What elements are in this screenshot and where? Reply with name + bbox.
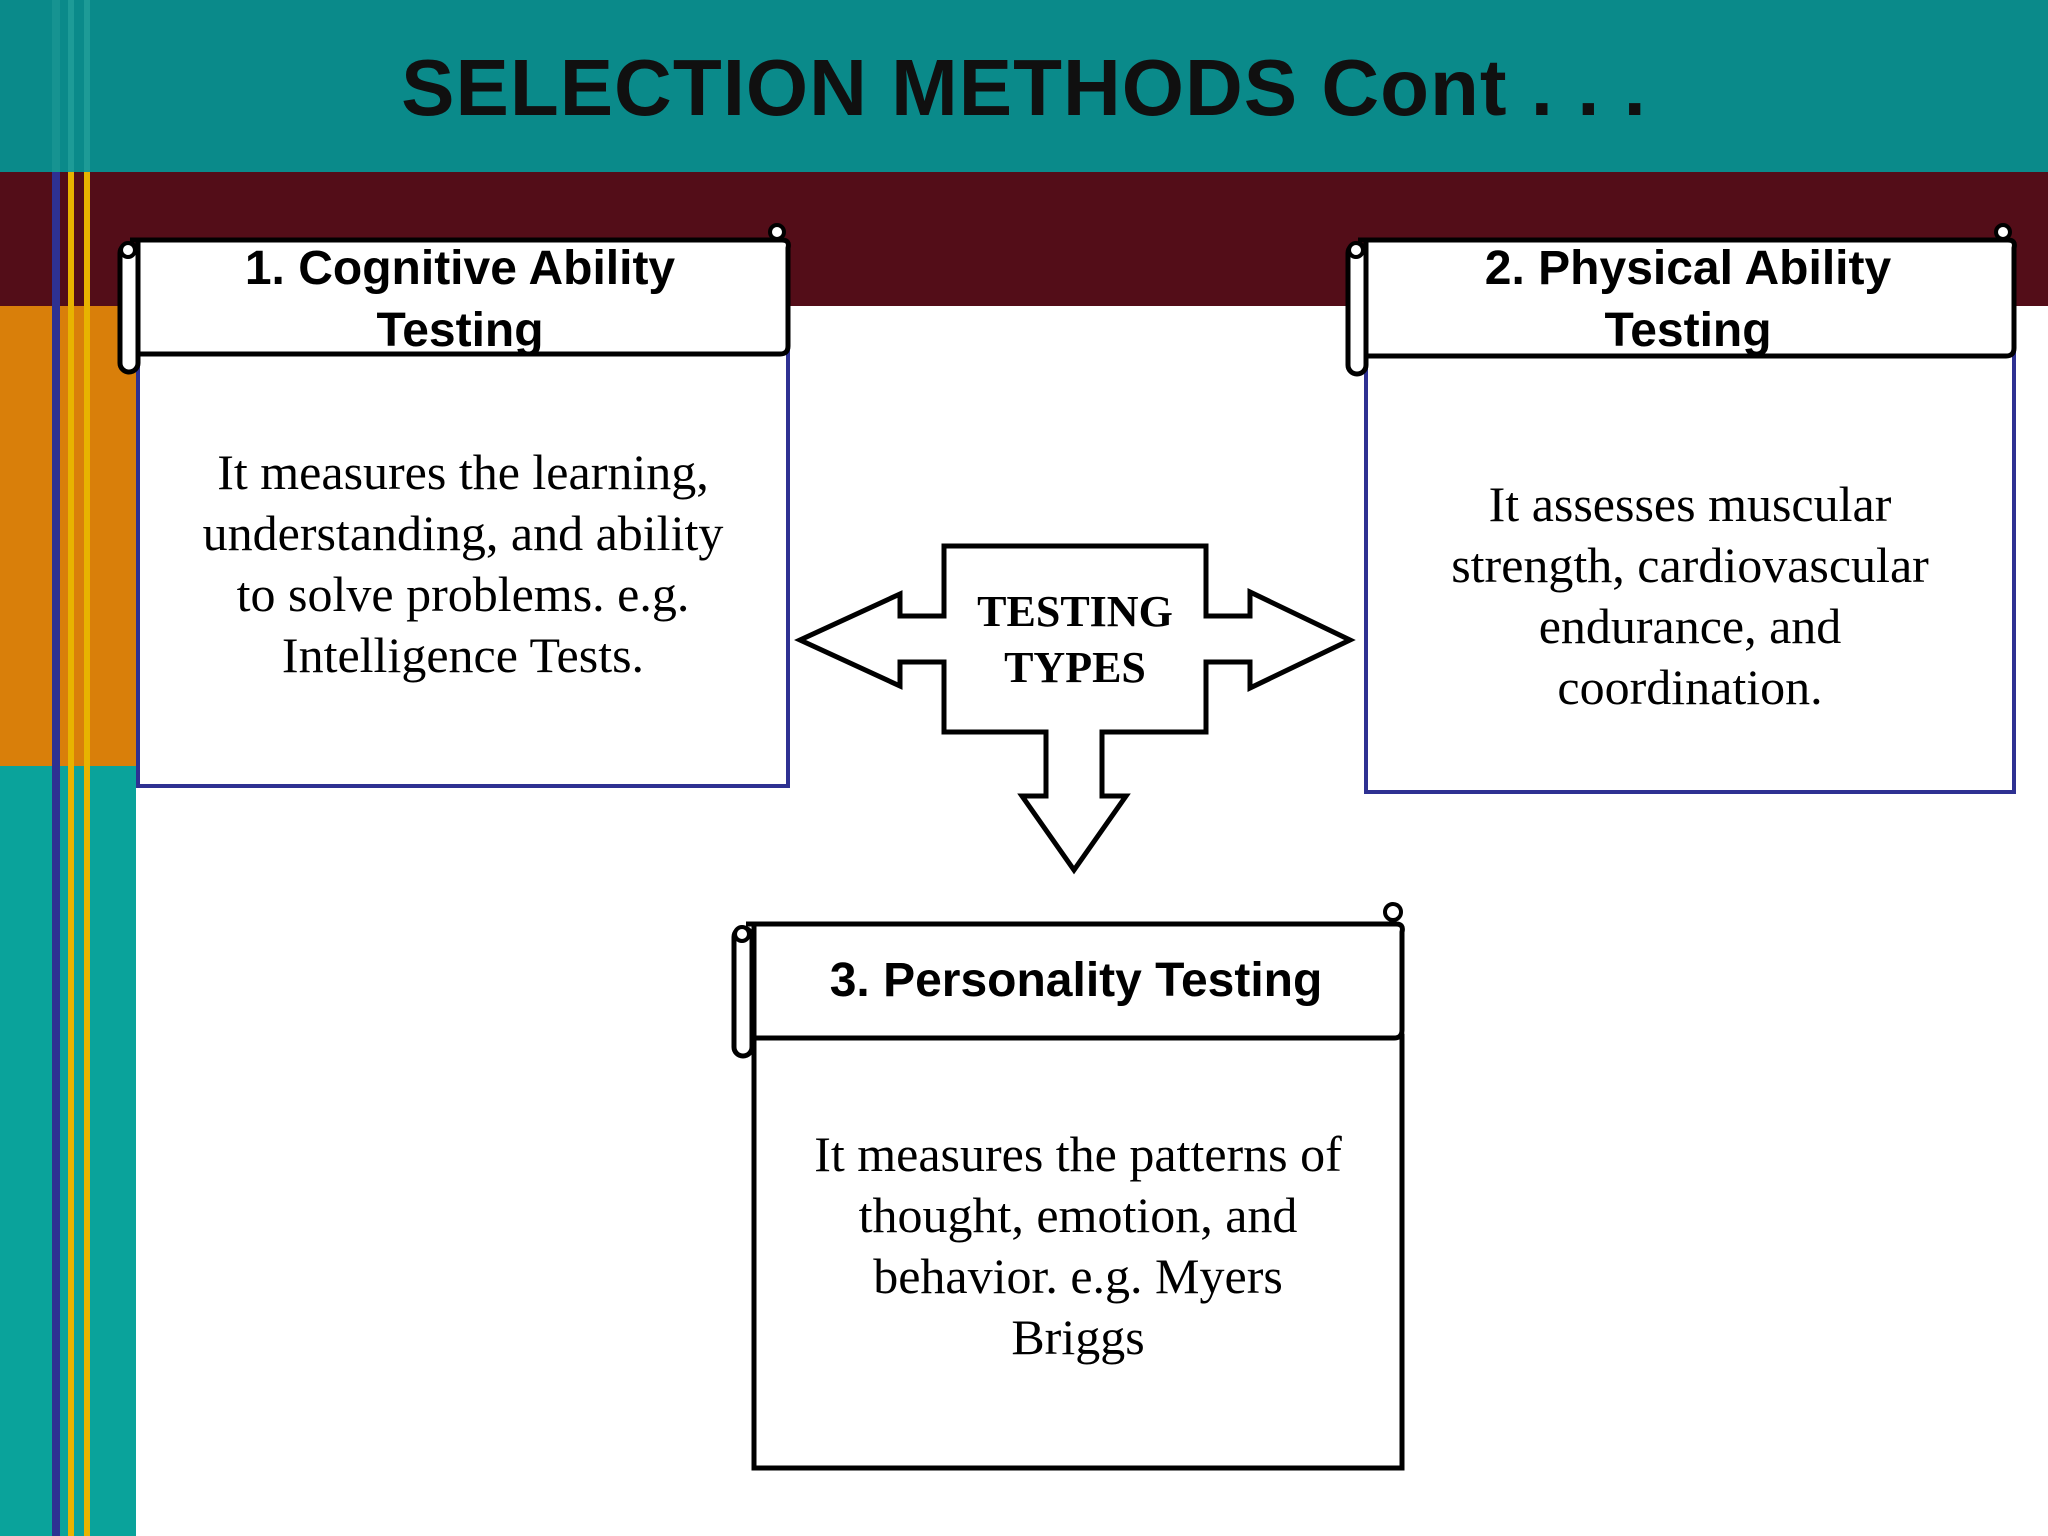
testing-types-label: TESTING TYPES: [944, 584, 1206, 696]
physical-heading-line1: 2. Physical Ability: [1484, 242, 1892, 295]
cognitive-scroll-curl-top-right: [768, 223, 786, 241]
physical-ability-box: [1345, 223, 2017, 794]
cognitive-ability-heading: 1. Cognitive Ability Testing: [140, 238, 780, 362]
personality-scroll-curl-top-right: [1383, 902, 1403, 922]
personality-desc-line3: behavior. e.g. Myers: [873, 1248, 1283, 1304]
personality-desc-line4: Briggs: [1011, 1309, 1145, 1365]
cognitive-desc-line3: to solve problems. e.g.: [236, 566, 690, 622]
cognitive-heading-line2: Testing: [376, 304, 544, 357]
personality-heading-line1: 3. Personality Testing: [829, 954, 1323, 1007]
personality-description: It measures the patterns of thought, emo…: [756, 1124, 1400, 1368]
cognitive-body-frame: [136, 348, 790, 788]
physical-scroll-curl-left: [1345, 241, 1369, 377]
cognitive-ability-description: It measures the learning, understanding,…: [140, 442, 786, 686]
personality-heading: 3. Personality Testing: [756, 950, 1396, 1012]
cognitive-ability-box: [117, 223, 791, 788]
physical-scroll-banner: [1358, 237, 2017, 359]
physical-desc-line2: strength, cardiovascular: [1451, 537, 1929, 593]
testing-types-label-line2: TYPES: [1004, 643, 1146, 692]
cognitive-desc-line1: It measures the learning,: [217, 444, 709, 500]
cognitive-desc-line4: Intelligence Tests.: [281, 627, 645, 683]
cognitive-heading-line1: 1. Cognitive Ability: [244, 242, 676, 295]
title-band: [0, 0, 2048, 172]
physical-desc-line3: endurance, and: [1538, 598, 1842, 654]
stripe-gold-1: [68, 172, 74, 1536]
personality-box: [731, 902, 1405, 1471]
cognitive-scroll-curl-left: [117, 241, 141, 375]
testing-types-arrow-shape: [794, 543, 1356, 875]
physical-desc-line1: It assesses muscular: [1488, 476, 1892, 532]
testing-types-label-line1: TESTING: [977, 587, 1173, 636]
stripe-navy: [52, 172, 60, 1536]
personality-desc-line2: thought, emotion, and: [858, 1187, 1298, 1243]
personality-body-frame: [751, 1033, 1405, 1471]
cognitive-scroll-banner: [130, 237, 791, 357]
personality-scroll-banner: [746, 921, 1405, 1041]
cognitive-desc-line2: understanding, and ability: [202, 505, 724, 561]
physical-scroll-curl-top-right: [1994, 223, 2012, 241]
physical-heading-line2: Testing: [1604, 304, 1772, 357]
physical-desc-line4: coordination.: [1557, 659, 1823, 715]
stripe-gold-2: [84, 172, 90, 1536]
personality-scroll-curl-top-left: [733, 925, 751, 943]
personality-scroll-curl-left: [731, 925, 755, 1059]
physical-scroll-curl-top-left: [1347, 241, 1365, 259]
physical-body-frame: [1364, 348, 2016, 794]
physical-ability-heading: 2. Physical Ability Testing: [1368, 238, 2008, 362]
physical-ability-description: It assesses muscular strength, cardiovas…: [1368, 474, 2012, 718]
cognitive-scroll-curl-top-left: [119, 241, 137, 259]
slide-title: SELECTION METHODS Cont . . .: [401, 43, 1647, 132]
personality-desc-line1: It measures the patterns of: [814, 1126, 1342, 1182]
